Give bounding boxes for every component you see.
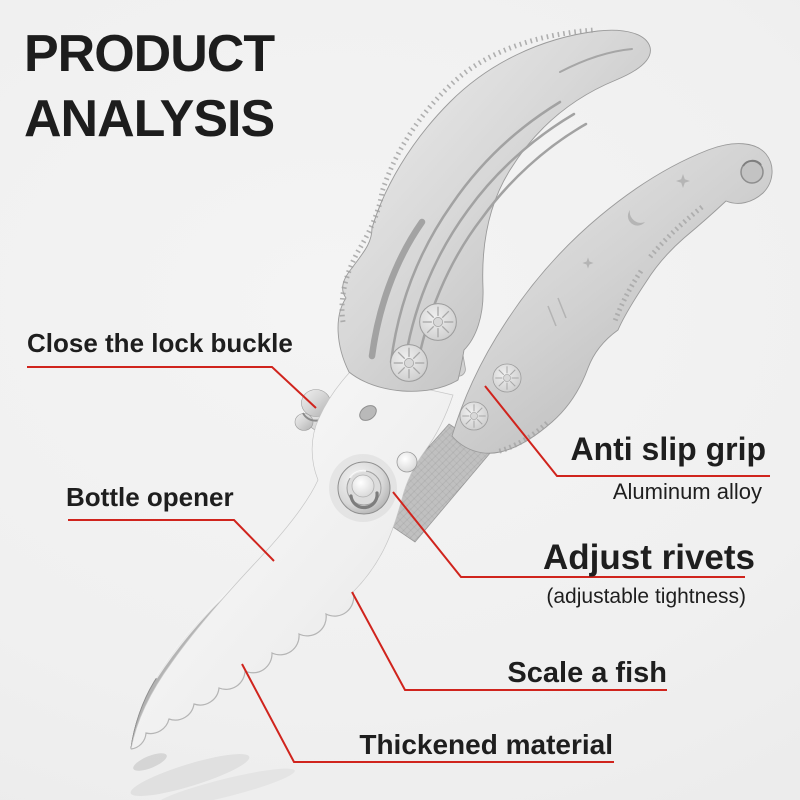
callout-line-scale-fish (351, 591, 667, 691)
arm-hole (359, 405, 377, 421)
label-bottle-opener: Bottle opener (66, 482, 234, 512)
label-adjust-rivets: Adjust rivets (543, 538, 755, 577)
embossed-marks (582, 174, 690, 269)
pivot-pin (396, 451, 418, 473)
page-title-line2: ANALYSIS (24, 90, 275, 148)
back-blade-edge-highlight (154, 585, 235, 679)
adjust-rivet (337, 461, 391, 515)
page-title-line1: PRODUCT (24, 25, 275, 83)
pivot-strap (370, 423, 492, 543)
front-blade (130, 371, 454, 750)
callout-lines (27, 366, 770, 763)
callout-line-thickened (241, 663, 614, 763)
label-anti-slip-sub: Aluminum alloy (612, 479, 762, 504)
callout-line-rivets (392, 491, 745, 578)
right-handle (451, 143, 773, 455)
label-scale-a-fish: Scale a fish (507, 657, 667, 689)
callout-line-bottle-opener (68, 519, 275, 562)
label-lock-buckle: Close the lock buckle (27, 328, 293, 358)
label-adjust-rivets-sub: (adjustable tightness) (546, 585, 746, 608)
callout-line-lock-buckle (27, 366, 317, 409)
left-handle (337, 27, 651, 392)
callout-line-anti-slip (484, 385, 770, 477)
label-anti-slip-grip: Anti slip grip (570, 431, 766, 467)
page-title: PRODUCT ANALYSIS (24, 22, 275, 152)
blade-reflection (130, 753, 295, 800)
label-thickened-material: Thickened material (359, 729, 613, 760)
